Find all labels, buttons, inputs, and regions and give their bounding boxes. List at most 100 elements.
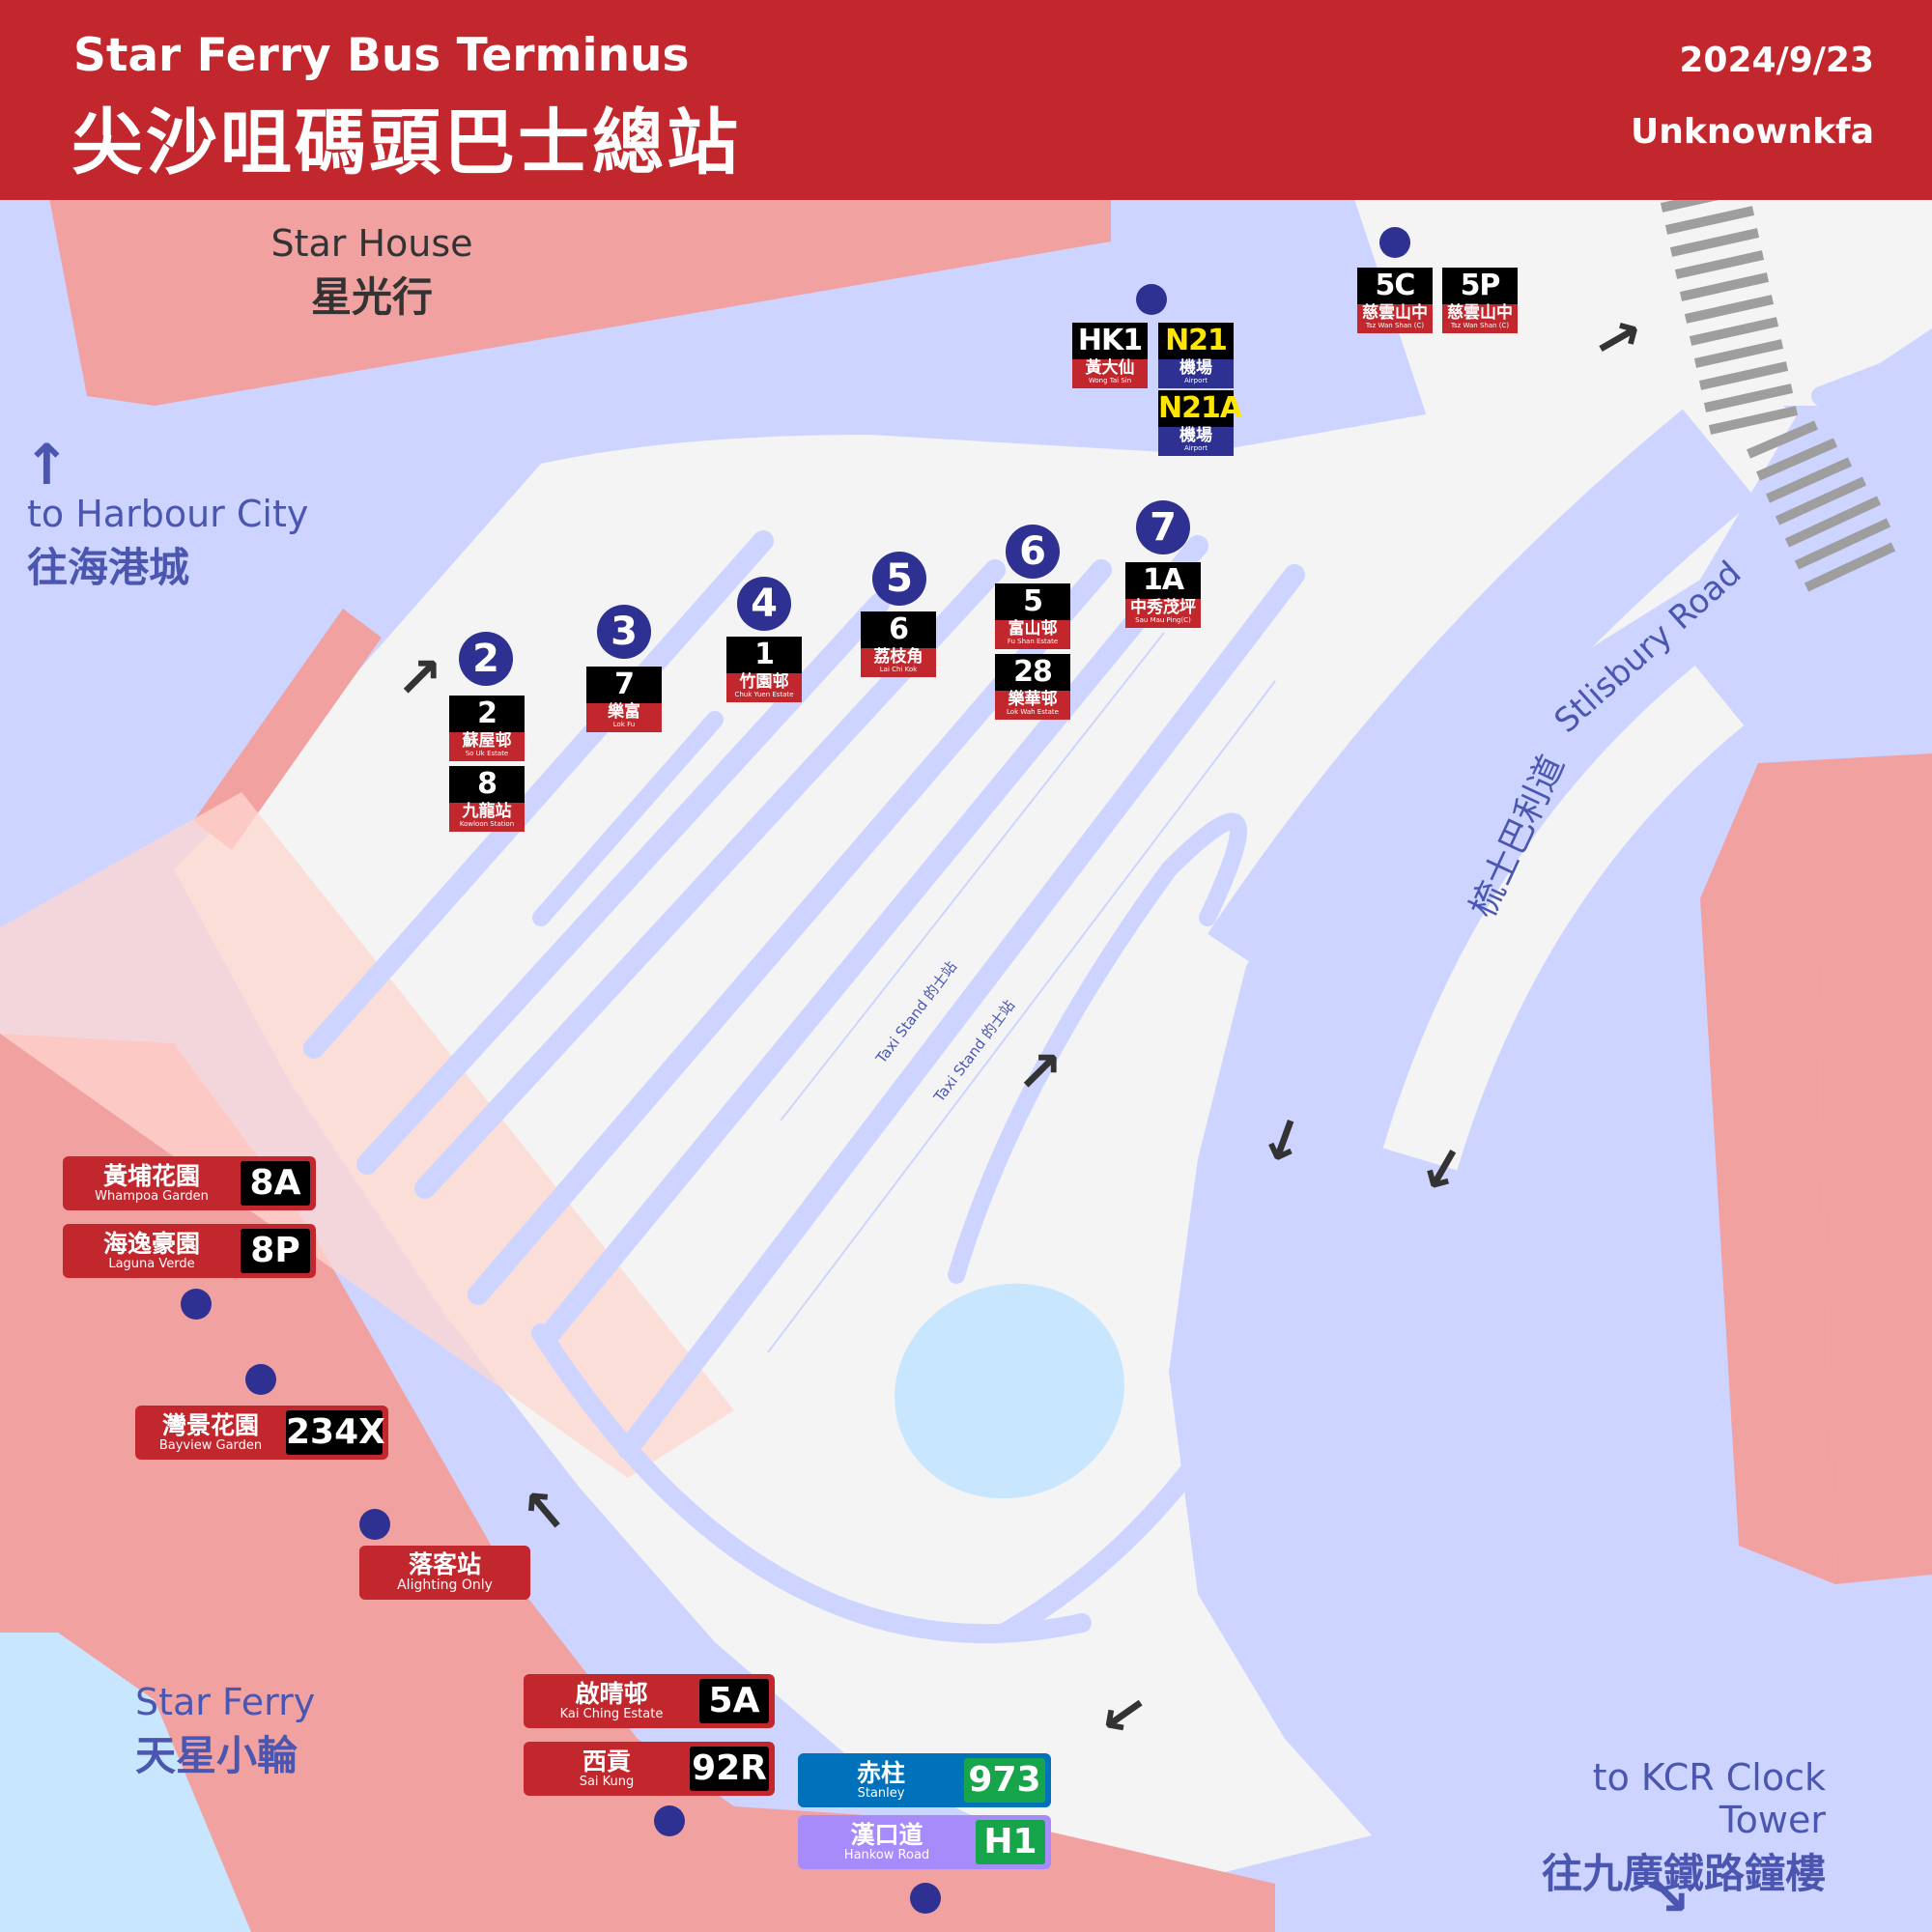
route-tile[interactable]: 7 樂富 Lok Fu	[586, 667, 662, 732]
destination-zh: 九龍站	[462, 802, 512, 821]
destination-zh: 漢口道	[850, 1821, 923, 1849]
destination-en: Laguna Verde	[108, 1257, 195, 1271]
destination-zh: 竹園邨	[739, 672, 789, 692]
route-destination: 慈雲山中 Tsz Wan Shan (C)	[1357, 304, 1433, 333]
destination-zh: 西貢	[582, 1747, 631, 1776]
bus-stop-dot	[1379, 227, 1410, 258]
route-destination: 機場 Airport	[1158, 359, 1234, 388]
route-destination: 樂富 Lok Fu	[586, 703, 662, 732]
harbour-city-en: to Harbour City	[27, 493, 309, 535]
route-number: 973	[964, 1758, 1045, 1803]
route-number: 8P	[241, 1229, 310, 1273]
route-tile[interactable]: N21 機場 Airport	[1158, 323, 1234, 388]
route-number: 8A	[241, 1161, 310, 1206]
star-ferry-zh: 天星小輪	[135, 1732, 298, 1779]
clock-tower-label: to KCR Clock Tower 往九廣鐵路鐘樓	[1517, 1756, 1826, 1900]
bus-stop-dot	[654, 1805, 685, 1836]
destination-en: Fu Shan Estate	[1007, 638, 1059, 645]
sign-destination: 海逸豪園 Laguna Verde	[63, 1231, 241, 1271]
route-tile[interactable]: N21A 機場 Airport	[1158, 390, 1242, 456]
sign-destination: 赤柱 Stanley	[798, 1760, 964, 1801]
route-sign-92r[interactable]: 西貢 Sai Kung 92R	[524, 1742, 775, 1796]
route-tile[interactable]: 6 荔枝角 Lai Chi Kok	[861, 611, 936, 677]
route-tile[interactable]: 1 竹園邨 Chuk Yuen Estate	[726, 637, 802, 702]
destination-zh: 赤柱	[856, 1759, 905, 1787]
star-ferry-en: Star Ferry	[135, 1681, 316, 1723]
route-number: 234X	[286, 1410, 385, 1455]
header-bar: Star Ferry Bus Terminus 尖沙咀碼頭巴士總站 2024/9…	[0, 0, 1932, 200]
route-number: N21A	[1158, 390, 1242, 427]
destination-en: Airport	[1184, 444, 1208, 452]
route-number: N21	[1158, 323, 1234, 359]
destination-en: Chuk Yuen Estate	[734, 691, 794, 698]
bus-stop-dot	[181, 1289, 212, 1320]
sign-destination: 灣景花園 Bayview Garden	[135, 1412, 286, 1453]
destination-en: Tsz Wan Shan (C)	[1365, 322, 1425, 329]
destination-zh: 灣景花園	[161, 1411, 259, 1439]
destination-en: Airport	[1184, 377, 1208, 384]
route-number: 5	[995, 583, 1070, 620]
destination-en: Sau Mau Ping(C)	[1135, 616, 1191, 624]
bus-stop-dot	[910, 1883, 941, 1914]
stand-5-badge: 5	[872, 552, 926, 606]
destination-en: Bayview Garden	[158, 1438, 263, 1453]
destination-en: So Uk Estate	[465, 750, 509, 757]
title-chinese: 尖沙咀碼頭巴士總站	[71, 101, 741, 185]
route-destination: 機場 Airport	[1158, 427, 1234, 456]
destination-en: Tsz Wan Shan (C)	[1450, 322, 1510, 329]
route-sign-234x[interactable]: 灣景花園 Bayview Garden 234X	[135, 1406, 388, 1460]
route-sign-8a[interactable]: 黃埔花園 Whampoa Garden 8A	[63, 1156, 316, 1210]
star-house-label: Star House 星光行	[261, 222, 483, 324]
stand-4-badge: 4	[737, 577, 791, 631]
star-house-en: Star House	[270, 222, 473, 265]
route-sign-8p[interactable]: 海逸豪園 Laguna Verde 8P	[63, 1224, 316, 1278]
route-number: 8	[449, 766, 525, 803]
title-english: Star Ferry Bus Terminus	[73, 29, 690, 82]
route-number: 1A	[1125, 562, 1201, 599]
map-author: Unknownkfa	[1631, 112, 1874, 152]
harbour-city-label: to Harbour City 往海港城	[27, 493, 308, 594]
route-destination: 黃大仙 Wong Tai Sin	[1072, 359, 1148, 388]
alighting-only-sign: 落客站 Alighting Only	[359, 1546, 530, 1600]
destination-en: Lok Fu	[612, 721, 636, 728]
destination-en: Kai Ching Estate	[559, 1707, 664, 1721]
star-house-zh: 星光行	[310, 273, 433, 321]
route-sign-5a[interactable]: 啟晴邨 Kai Ching Estate 5A	[524, 1674, 775, 1728]
destination-zh: 中秀茂坪	[1130, 598, 1196, 617]
route-number: 2	[449, 696, 525, 732]
route-destination: 中秀茂坪 Sau Mau Ping(C)	[1125, 599, 1201, 628]
bus-stop-dot	[245, 1364, 276, 1395]
destination-zh: 慈雲山中	[1362, 303, 1428, 323]
route-tile[interactable]: 1A 中秀茂坪 Sau Mau Ping(C)	[1125, 562, 1201, 628]
destination-zh: 樂富	[608, 702, 640, 722]
route-tile[interactable]: 5C 慈雲山中 Tsz Wan Shan (C)	[1357, 268, 1433, 333]
route-destination: 樂華邨 Lok Wah Estate	[995, 691, 1070, 720]
sign-destination: 啟晴邨 Kai Ching Estate	[524, 1681, 699, 1721]
destination-zh: 海逸豪園	[102, 1230, 200, 1258]
route-tile[interactable]: 5 富山邨 Fu Shan Estate	[995, 583, 1070, 649]
route-sign-h1[interactable]: 漢口道 Hankow Road H1	[798, 1815, 1051, 1869]
sign-destination: 漢口道 Hankow Road	[798, 1822, 976, 1862]
route-destination: 蘇屋邨 So Uk Estate	[449, 732, 525, 761]
route-destination: 竹園邨 Chuk Yuen Estate	[726, 673, 802, 702]
route-tile[interactable]: 5P 慈雲山中 Tsz Wan Shan (C)	[1442, 268, 1518, 333]
star-ferry-label: Star Ferry 天星小輪	[135, 1681, 315, 1782]
destination-en: Lai Chi Kok	[879, 666, 918, 673]
sign-destination: 黃埔花園 Whampoa Garden	[63, 1163, 241, 1204]
destination-zh: 慈雲山中	[1447, 303, 1513, 323]
route-tile[interactable]: 2 蘇屋邨 So Uk Estate	[449, 696, 525, 761]
destination-zh: 啟晴邨	[575, 1680, 648, 1708]
route-destination: 富山邨 Fu Shan Estate	[995, 620, 1070, 649]
route-tile[interactable]: 8 九龍站 Kowloon Station	[449, 766, 525, 832]
route-tile[interactable]: HK1 黃大仙 Wong Tai Sin	[1072, 323, 1148, 388]
route-tile[interactable]: 28 樂華邨 Lok Wah Estate	[995, 654, 1070, 720]
harbour-city-arrow-icon: ↑	[23, 432, 71, 497]
destination-en: Wong Tai Sin	[1088, 377, 1132, 384]
destination-zh: 機場	[1179, 358, 1212, 378]
sign-destination: 西貢 Sai Kung	[524, 1748, 690, 1789]
route-number: 5P	[1442, 268, 1518, 304]
route-sign-973[interactable]: 赤柱 Stanley 973	[798, 1753, 1051, 1807]
destination-en: Kowloon Station	[459, 820, 515, 828]
route-destination: 荔枝角 Lai Chi Kok	[861, 648, 936, 677]
destination-en: Whampoa Garden	[95, 1189, 209, 1204]
